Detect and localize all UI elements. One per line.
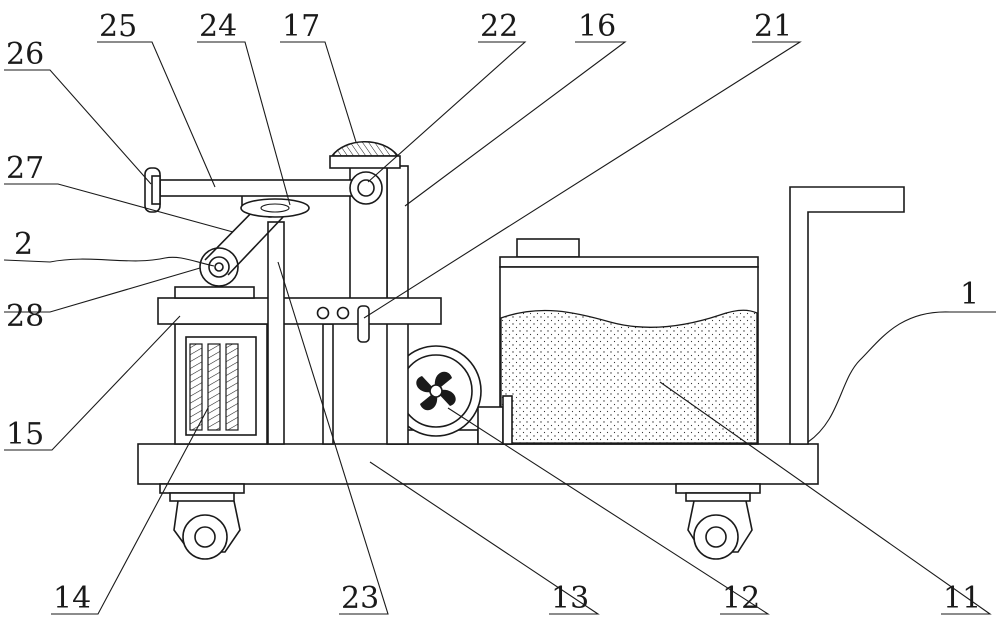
- push-handle: [789, 186, 905, 445]
- water-tank: [499, 238, 759, 445]
- label-24: 24: [199, 9, 237, 44]
- label-16: 16: [578, 9, 616, 44]
- wheel-left: [159, 483, 245, 560]
- label-1: 1: [960, 277, 979, 312]
- label-25: 25: [99, 9, 137, 44]
- label-21: 21: [754, 9, 792, 44]
- label-13: 13: [551, 581, 589, 616]
- label-27: 27: [6, 151, 44, 186]
- base-platform: [137, 443, 819, 485]
- label-2: 2: [14, 227, 33, 262]
- crank-disc: [240, 198, 310, 218]
- label-23: 23: [341, 581, 379, 616]
- label-22: 22: [480, 9, 518, 44]
- label-15: 15: [6, 417, 44, 452]
- swing-arm: [144, 167, 371, 213]
- fan-pump: [387, 345, 513, 445]
- top-pulley: [329, 140, 401, 205]
- label-12: 12: [722, 581, 760, 616]
- leader-lines: [3, 41, 996, 615]
- label-11: 11: [943, 581, 981, 616]
- label-28: 28: [6, 299, 44, 334]
- label-14: 14: [53, 581, 91, 616]
- motor-mount: [174, 200, 285, 445]
- label-26: 26: [6, 37, 44, 72]
- cabinet: [174, 323, 268, 445]
- shelf: [157, 297, 442, 343]
- wheel-right: [675, 483, 761, 560]
- label-17: 17: [282, 9, 320, 44]
